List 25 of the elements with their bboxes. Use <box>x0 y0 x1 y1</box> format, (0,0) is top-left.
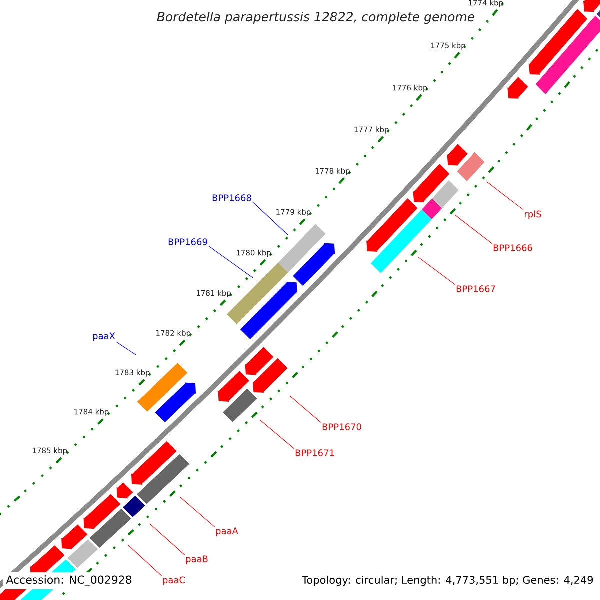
accession-label: Accession: NC_002928 <box>3 572 136 590</box>
leader-line <box>454 214 493 244</box>
leader-line <box>418 256 456 286</box>
leader-line <box>128 544 162 576</box>
leader-line <box>180 496 216 528</box>
gene-label: BPP1671 <box>296 450 334 456</box>
gene-label: BPP1670 <box>322 424 362 430</box>
title: Bordetella parapertussis 12822, complete genome <box>157 12 475 24</box>
gene-label: paaB <box>186 556 208 564</box>
gene-label: rplS <box>525 210 542 220</box>
leader-line <box>260 420 295 450</box>
gene-label: paaA <box>216 528 238 536</box>
leader-line <box>486 182 524 210</box>
gene-label: BPP1666 <box>494 244 532 252</box>
leader-line <box>252 202 288 236</box>
gene-label: paaX <box>93 332 116 342</box>
gene-label: BPP1668 <box>212 194 252 202</box>
genome-info-label: Topology: circular; Length: 4,773,551 bp; Genes: 4,249 <box>299 572 597 590</box>
leader-line <box>290 396 322 424</box>
leader-line <box>208 246 254 278</box>
gene-label: paaC <box>163 576 186 586</box>
leader-line <box>116 342 136 356</box>
gene-label: BPP1669 <box>168 238 208 246</box>
gene-label: BPP1667 <box>456 286 496 292</box>
leader-line <box>150 524 186 556</box>
